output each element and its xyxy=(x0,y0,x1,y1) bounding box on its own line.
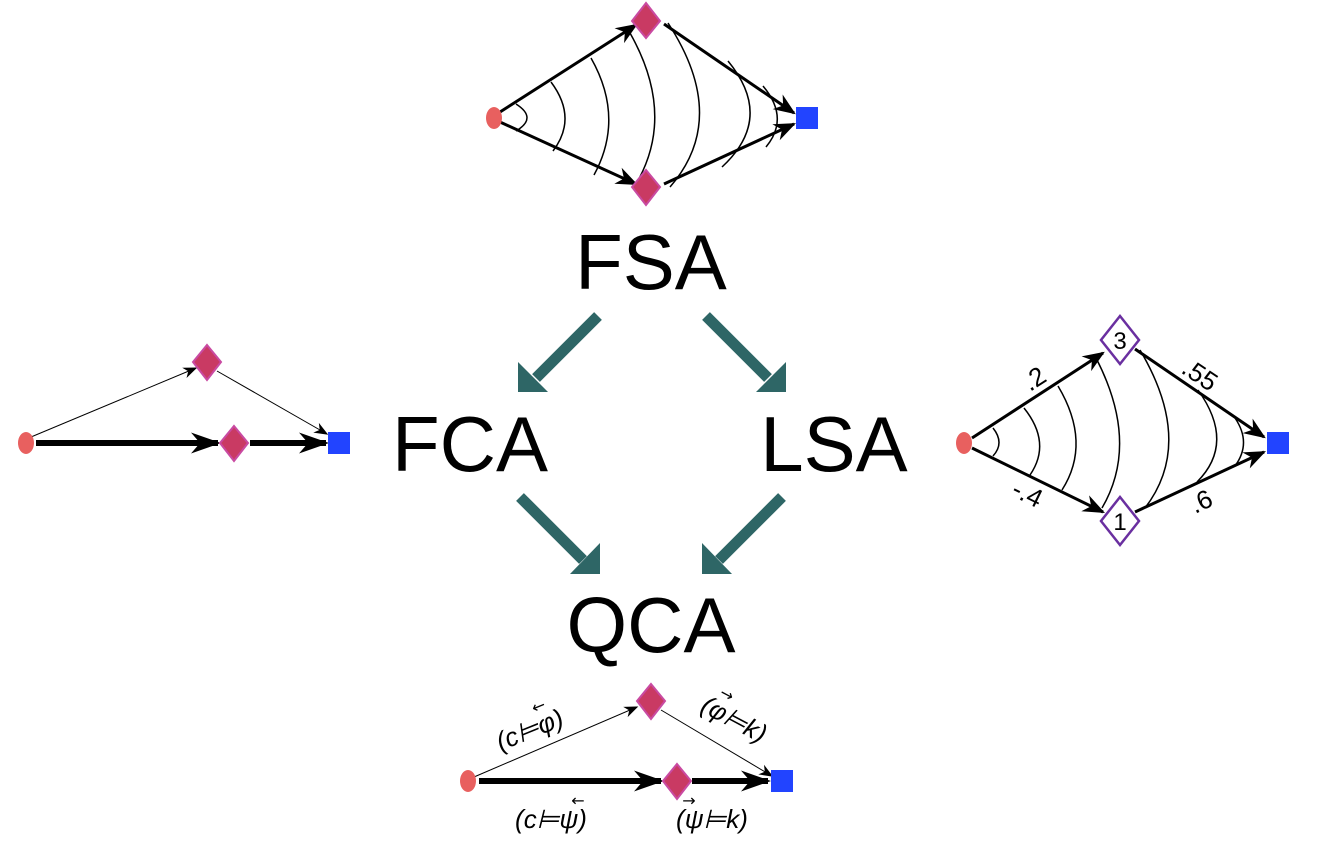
fsa-end-node xyxy=(796,107,818,129)
qca-upper-node xyxy=(635,682,667,721)
fca-end-node xyxy=(328,432,350,454)
qca-label-start-upper: (c⊨φ) ← xyxy=(492,695,568,757)
fsa-label: FSA xyxy=(575,218,727,306)
fsa-edge-lower-end xyxy=(663,122,796,186)
lsa-graph: 3 1 .2 -.4 .55 .6 xyxy=(956,313,1289,548)
qca-end-node xyxy=(771,770,793,792)
lsa-edge-start-lower xyxy=(971,446,1105,514)
svg-text:(ψ⊨k): (ψ⊨k) xyxy=(676,804,748,834)
fca-graph xyxy=(18,343,350,463)
lsa-edge-lower-end xyxy=(1134,450,1266,514)
fsa-amplitude-arcs xyxy=(515,22,779,190)
arrow-lsa-to-qca xyxy=(702,493,786,574)
fsa-lower-node xyxy=(630,168,662,207)
lsa-weight-lower-end: .6 xyxy=(1185,483,1217,519)
right-arrow-accent-icon: → xyxy=(682,791,695,810)
lsa-upper-node-label: 3 xyxy=(1113,328,1126,355)
left-arrow-accent-icon: ← xyxy=(529,695,549,718)
svg-text:(φ⊨k): (φ⊨k) xyxy=(696,689,772,748)
qca-graph: (c⊨φ) ← (φ⊨k) → (c⊨ψ) ← (ψ⊨k) → xyxy=(460,682,793,834)
fca-edge-upper-end xyxy=(216,370,329,435)
fsa-graph xyxy=(486,1,818,207)
fca-edge-start-upper xyxy=(30,367,198,438)
qca-edge-start-upper xyxy=(473,706,639,778)
lsa-upper-node: 3 xyxy=(1099,313,1141,367)
fsa-edge-start-upper xyxy=(499,23,638,114)
lsa-end-node xyxy=(1267,432,1289,454)
svg-text:(c⊨ψ): (c⊨ψ) xyxy=(515,804,587,834)
fsa-edge-start-lower xyxy=(499,120,639,186)
arrow-fca-to-qca xyxy=(516,493,600,574)
lsa-lower-node: 1 xyxy=(1099,494,1141,548)
fca-upper-node xyxy=(191,343,223,382)
qca-label-start-middle: (c⊨ψ) ← xyxy=(515,791,587,834)
fca-label: FCA xyxy=(392,400,548,488)
fca-middle-node xyxy=(218,424,250,463)
arrow-fsa-to-fca xyxy=(518,312,602,392)
qca-start-node xyxy=(460,770,476,792)
lsa-edge-upper-end xyxy=(1134,347,1266,439)
lsa-label: LSA xyxy=(760,400,907,488)
lsa-start-node xyxy=(956,432,972,454)
qca-edge-upper-end xyxy=(660,709,774,777)
lsa-amplitude-arcs xyxy=(992,349,1245,509)
svg-text:(c⊨φ): (c⊨φ) xyxy=(492,703,568,757)
arrow-fsa-to-lsa xyxy=(702,312,786,392)
lsa-lower-node-label: 1 xyxy=(1113,509,1126,536)
hierarchy-arrows xyxy=(516,312,786,574)
fsa-start-node xyxy=(486,107,502,129)
qca-label: QCA xyxy=(566,581,735,669)
lsa-weight-start-lower: -.4 xyxy=(1007,473,1047,513)
lsa-weight-upper-end: .55 xyxy=(1177,352,1224,397)
lsa-edge-start-upper xyxy=(971,351,1105,440)
left-arrow-accent-icon: ← xyxy=(571,791,584,810)
qca-middle-node xyxy=(661,762,693,801)
fsa-edge-upper-end xyxy=(663,22,796,115)
qca-label-middle-end: (ψ⊨k) → xyxy=(676,791,748,834)
fca-start-node xyxy=(18,432,34,454)
fsa-upper-node xyxy=(630,1,662,40)
